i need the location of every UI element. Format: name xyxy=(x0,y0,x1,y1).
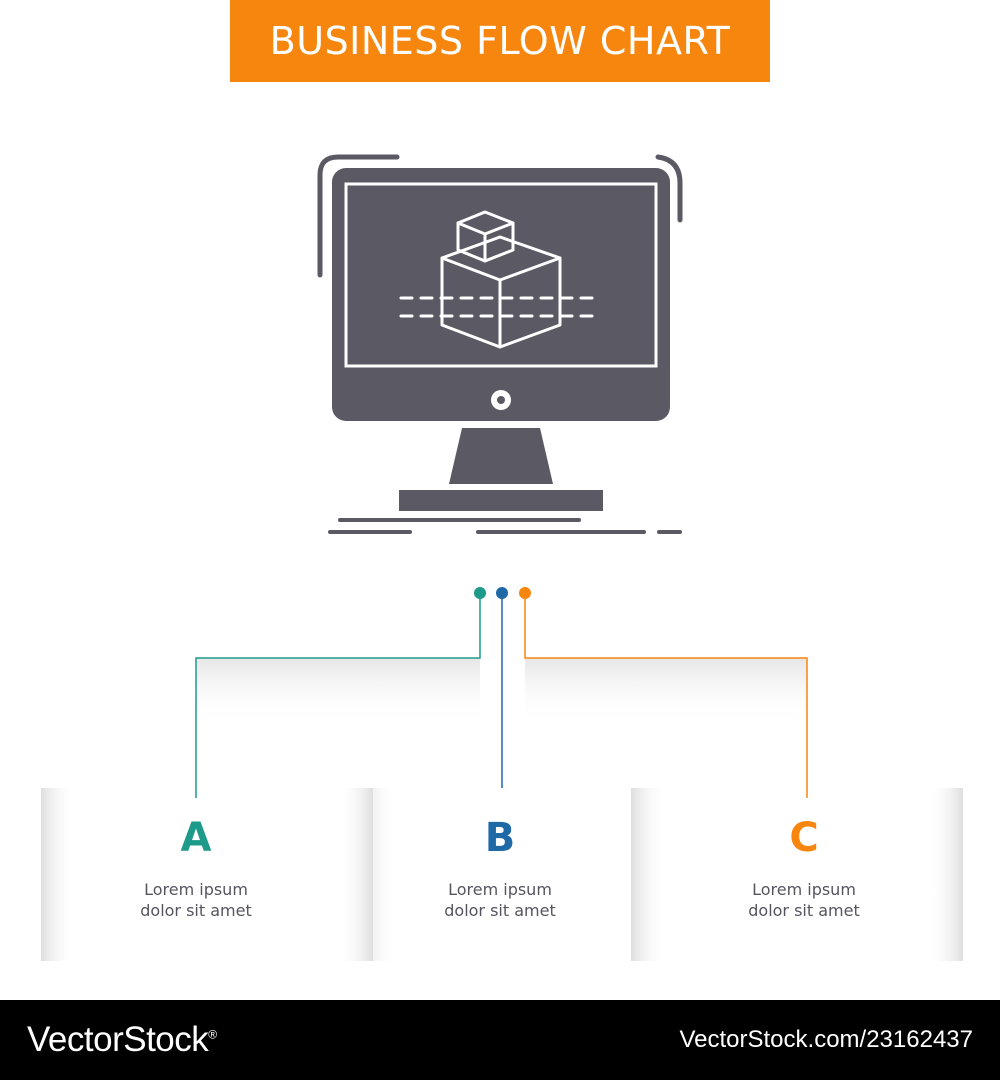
node-a-line1: Lorem ipsum xyxy=(144,880,248,899)
node-a-text: A Lorem ipsum dolor sit amet xyxy=(30,815,362,921)
node-c-line1: Lorem ipsum xyxy=(752,880,856,899)
box-b xyxy=(373,788,397,961)
diagram-canvas xyxy=(41,154,963,961)
dot-a xyxy=(474,587,486,599)
node-b-line2: dolor sit amet xyxy=(444,901,556,920)
connector-line-c xyxy=(524,593,808,798)
node-c-text: C Lorem ipsum dolor sit amet xyxy=(638,815,970,921)
node-c-letter: C xyxy=(789,815,819,861)
node-a-line2: dolor sit amet xyxy=(140,901,252,920)
node-b-letter: B xyxy=(484,815,516,861)
vectorstock-logo: VectorStock® xyxy=(27,1020,217,1060)
node-a-letter: A xyxy=(180,815,212,861)
node-b-text: B Lorem ipsum dolor sit amet xyxy=(334,815,666,921)
box-c xyxy=(631,788,963,961)
computer-3d-cube-icon xyxy=(317,154,683,534)
connector-line-a xyxy=(195,593,481,798)
footer-bar: VectorStock® VectorStock.com/23162437 xyxy=(0,1000,1000,1080)
node-b-line1: Lorem ipsum xyxy=(448,880,552,899)
registered-mark: ® xyxy=(208,1027,217,1042)
box-a xyxy=(41,788,373,961)
page-title: BUSINESS FLOW CHART xyxy=(269,19,731,63)
logo-text: VectorStock xyxy=(27,1020,209,1059)
node-c-line2: dolor sit amet xyxy=(748,901,860,920)
title-banner: BUSINESS FLOW CHART xyxy=(230,0,770,82)
image-id-text: VectorStock.com/23162437 xyxy=(679,1026,973,1053)
connector-shadow-a xyxy=(196,658,480,724)
dot-b xyxy=(496,587,508,599)
dot-c xyxy=(519,587,531,599)
connector-shadow-c xyxy=(525,658,807,724)
